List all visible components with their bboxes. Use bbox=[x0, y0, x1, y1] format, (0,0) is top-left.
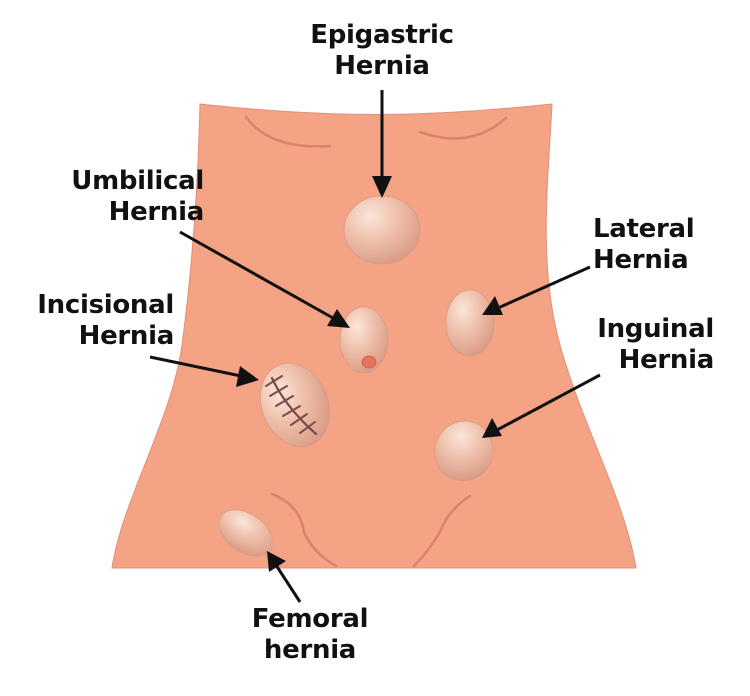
groin-contour-right bbox=[412, 494, 472, 568]
incisional-hernia-bulge bbox=[260, 362, 330, 448]
femoral-hernia-label: Femoral hernia bbox=[230, 604, 390, 666]
lateral-label-line1: Lateral bbox=[593, 214, 695, 244]
epigastric-label-line2: Hernia bbox=[334, 51, 430, 81]
incisional-label-line2: Hernia bbox=[78, 321, 175, 351]
lateral-hernia-bulge bbox=[445, 289, 495, 357]
umbilicus bbox=[361, 355, 377, 369]
incisional-hernia-label: Incisional Hernia bbox=[14, 290, 174, 352]
lateral-hernia-label: Lateral Hernia bbox=[593, 214, 713, 276]
incisional-arrow bbox=[149, 355, 259, 387]
inguinal-hernia-label: Inguinal Hernia bbox=[560, 314, 714, 376]
umbilical-hernia-label: Umbilical Hernia bbox=[56, 166, 204, 228]
femoral-arrow bbox=[267, 551, 302, 603]
femoral-label-line2: hernia bbox=[263, 635, 357, 665]
umbilical-hernia-bulge bbox=[339, 306, 389, 374]
incisional-scar-suture bbox=[265, 375, 318, 436]
lateral-label-line2: Hernia bbox=[593, 245, 689, 275]
femoral-label-line1: Femoral bbox=[251, 604, 369, 634]
epigastric-arrow bbox=[372, 90, 392, 198]
umbilical-label-line1: Umbilical bbox=[71, 166, 204, 196]
inguinal-label-line1: Inguinal bbox=[597, 314, 714, 344]
lateral-arrow bbox=[482, 265, 591, 315]
inguinal-label-line2: Hernia bbox=[618, 345, 715, 375]
umbilical-label-line2: Hernia bbox=[108, 197, 205, 227]
epigastric-label-line1: Epigastric bbox=[310, 20, 454, 50]
femoral-hernia-bulge bbox=[218, 509, 274, 557]
chest-contour-right bbox=[418, 116, 508, 140]
incisional-label-line1: Incisional bbox=[37, 290, 174, 320]
umbilical-arrow bbox=[179, 230, 350, 328]
epigastric-hernia-bulge bbox=[343, 195, 421, 265]
groin-contour-left bbox=[270, 492, 338, 568]
chest-contour-left bbox=[244, 115, 332, 148]
inguinal-hernia-bulge bbox=[434, 420, 494, 482]
inguinal-arrow bbox=[482, 373, 601, 438]
epigastric-hernia-label: Epigastric Hernia bbox=[292, 20, 472, 82]
